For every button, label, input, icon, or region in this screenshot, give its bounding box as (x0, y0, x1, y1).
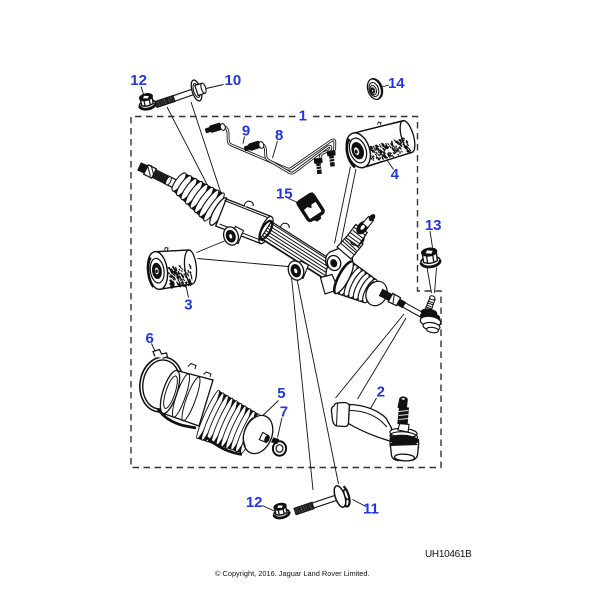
svg-text:3: 3 (184, 297, 192, 314)
svg-text:1: 1 (299, 108, 307, 125)
svg-text:4: 4 (391, 166, 400, 183)
svg-text:12: 12 (246, 494, 263, 511)
svg-text:15: 15 (276, 186, 293, 203)
svg-text:8: 8 (275, 127, 283, 144)
svg-text:9: 9 (242, 123, 250, 140)
svg-text:10: 10 (225, 72, 242, 89)
svg-text:12: 12 (130, 72, 147, 89)
svg-text:2: 2 (377, 384, 385, 401)
svg-text:7: 7 (280, 404, 288, 421)
svg-text:6: 6 (146, 330, 154, 347)
svg-text:5: 5 (277, 385, 285, 402)
svg-text:© Copyright, 2016. Jaguar Land: © Copyright, 2016. Jaguar Land Rover Lim… (215, 569, 370, 578)
svg-text:11: 11 (363, 501, 379, 518)
svg-text:UH10461B: UH10461B (425, 549, 472, 560)
svg-text:14: 14 (388, 75, 405, 92)
svg-text:13: 13 (425, 217, 442, 234)
